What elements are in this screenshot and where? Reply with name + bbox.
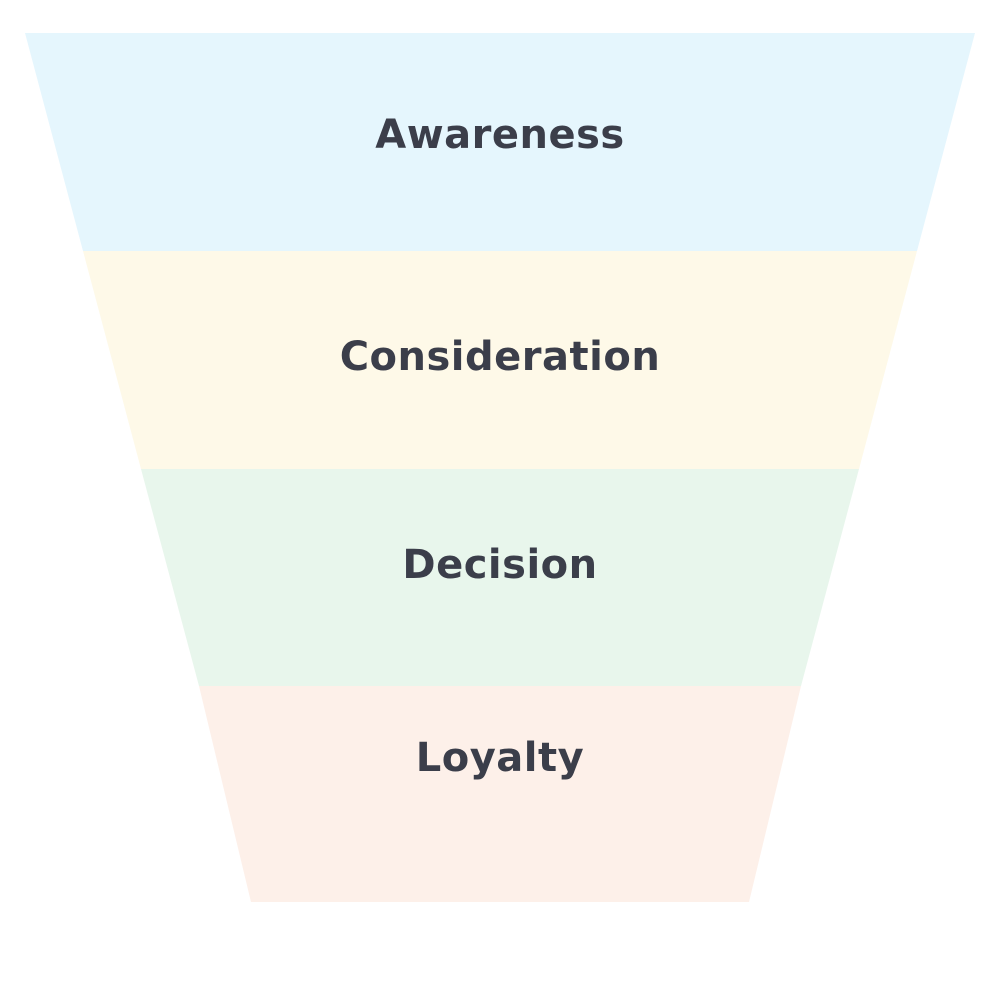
funnel-stage-decision: Decision	[141, 469, 859, 686]
funnel-stage-consideration: Consideration	[83, 251, 917, 469]
funnel-stage-awareness: Awareness	[25, 33, 975, 251]
funnel-segment-decision	[141, 469, 859, 686]
funnel-stage-loyalty: Loyalty	[199, 686, 801, 902]
funnel-segment-loyalty	[199, 686, 801, 902]
stage-label-consideration: Consideration	[340, 334, 661, 380]
funnel-segment-awareness	[25, 33, 975, 251]
funnel-segment-consideration	[83, 251, 917, 469]
stage-label-decision: Decision	[402, 542, 597, 588]
stage-label-loyalty: Loyalty	[416, 735, 584, 781]
stage-label-awareness: Awareness	[375, 112, 624, 158]
